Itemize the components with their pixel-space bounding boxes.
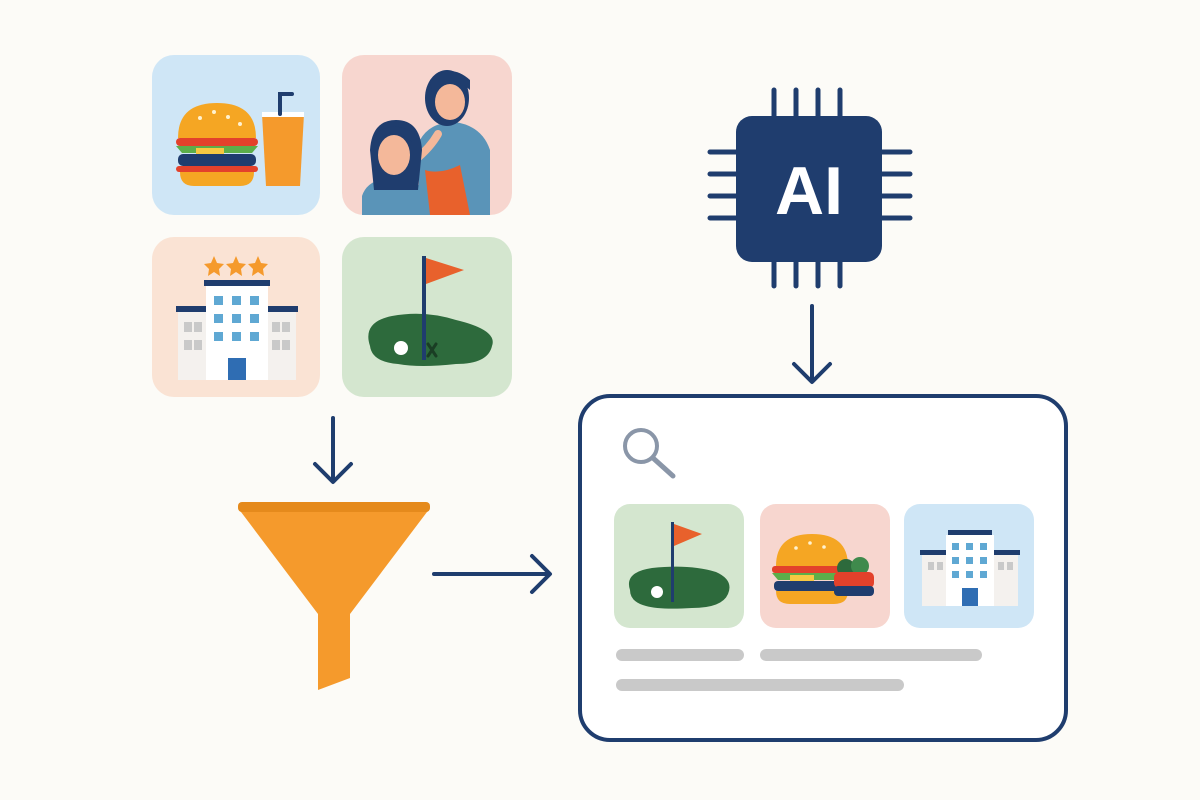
result-card-restaurant[interactable] (760, 504, 890, 628)
burger-drink-icon (176, 92, 304, 186)
ai-chip-label: AI (775, 153, 843, 229)
golf-course-icon (628, 522, 730, 609)
placeholder-text-line (616, 649, 744, 661)
hotel-icon (176, 256, 298, 380)
arrow-right-to-results (432, 554, 552, 594)
search-results-panel (578, 394, 1068, 742)
arrow-down-to-funnel (313, 416, 353, 484)
ai-chip-icon: AI (707, 87, 913, 289)
golf-course-icon (368, 256, 493, 366)
result-card-hotel[interactable] (904, 504, 1034, 628)
burger-icon (772, 534, 874, 604)
hair-salon-icon (362, 70, 490, 215)
tile-restaurant (152, 55, 320, 215)
tile-golf (342, 237, 512, 397)
search-icon[interactable] (623, 428, 676, 479)
hotel-icon (920, 530, 1020, 606)
result-card-golf[interactable] (614, 504, 744, 628)
placeholder-text-line (760, 649, 982, 661)
placeholder-text-line (616, 679, 904, 691)
arrow-down-to-results (792, 304, 832, 384)
tile-hotel (152, 237, 320, 397)
tile-salon (342, 55, 512, 215)
filter-funnel-icon (238, 502, 430, 690)
